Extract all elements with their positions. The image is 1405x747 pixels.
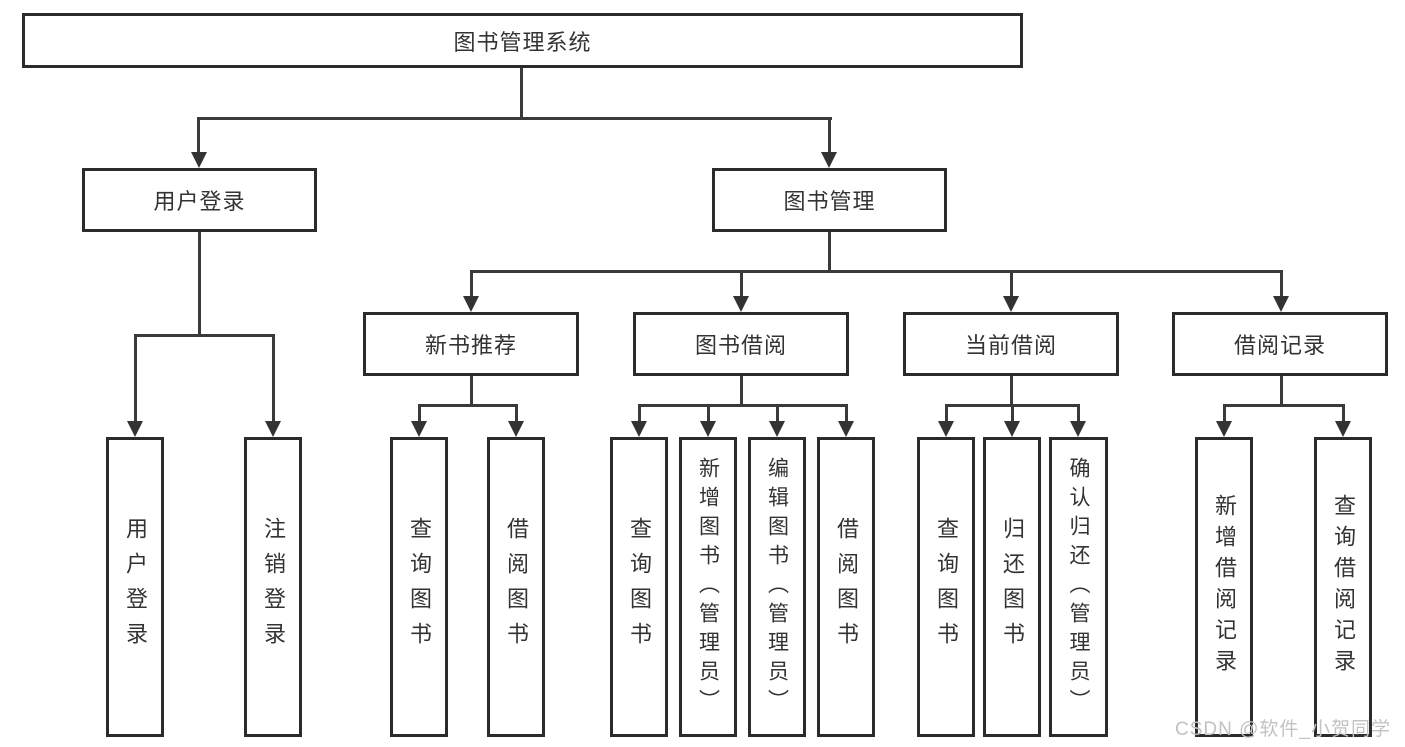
node-label: 用户登录 (153, 189, 246, 214)
node-leaf-query-borrow-record: 查询借阅记录 (1314, 437, 1372, 737)
arrow-down-icon (821, 152, 837, 168)
node-label: 新增图书（管理员） (696, 456, 720, 718)
arrow-down-icon (1004, 421, 1020, 437)
connector-borrow-drop-1 (638, 404, 641, 424)
node-leaf-confirm-return-admin: 确认归还（管理员） (1049, 437, 1108, 737)
arrow-down-icon (838, 421, 854, 437)
node-leaf-edit-books-admin: 编辑图书（管理员） (748, 437, 806, 737)
connector-newbook-drop-2 (515, 404, 518, 424)
node-label: 当前借阅 (964, 333, 1057, 358)
connector-records-stem (1280, 376, 1283, 407)
connector-level3-drop-4 (1280, 270, 1283, 298)
connector-borrow-bus (638, 404, 848, 407)
arrow-down-icon (1070, 421, 1086, 437)
connector-userlogin-stem (198, 232, 201, 337)
node-leaf-query-books-current: 查询图书 (917, 437, 975, 737)
node-label: 借阅图书 (834, 517, 859, 657)
node-label: 查询图书 (627, 517, 652, 657)
arrow-down-icon (127, 421, 143, 437)
arrow-down-icon (1003, 296, 1019, 312)
arrow-down-icon (1273, 296, 1289, 312)
node-label: 借阅记录 (1233, 333, 1326, 358)
node-leaf-add-borrow-record: 新增借阅记录 (1195, 437, 1253, 737)
arrow-down-icon (1335, 421, 1351, 437)
csdn-watermark: CSDN @软件_小贺同学 (1175, 719, 1391, 740)
node-leaf-logout: 注销登录 (244, 437, 302, 737)
connector-borrow-drop-3 (776, 404, 779, 424)
node-label: 确认归还（管理员） (1067, 456, 1090, 718)
arrow-down-icon (1216, 421, 1232, 437)
node-label: 图书管理 (783, 189, 876, 214)
arrow-down-icon (938, 421, 954, 437)
connector-level2-drop-right (828, 117, 831, 155)
node-current-borrow: 当前借阅 (903, 312, 1119, 376)
connector-level3-bus (470, 270, 1283, 273)
arrow-down-icon (769, 421, 785, 437)
connector-current-drop-3 (1077, 404, 1080, 424)
arrow-down-icon (463, 296, 479, 312)
node-label: 图书管理系统 (453, 29, 592, 55)
arrow-down-icon (700, 421, 716, 437)
connector-borrow-stem (740, 376, 743, 407)
connector-borrow-drop-2 (707, 404, 710, 424)
node-borrow-records: 借阅记录 (1172, 312, 1388, 376)
arrow-down-icon (191, 152, 207, 168)
node-user-login: 用户登录 (82, 168, 317, 232)
connector-level2-drop-left (197, 117, 200, 155)
connector-newbook-drop-1 (418, 404, 421, 424)
connector-level3-drop-2 (740, 270, 743, 298)
connector-userlogin-bus (134, 334, 275, 337)
connector-bookmgmt-stem (828, 232, 831, 273)
arrow-down-icon (508, 421, 524, 437)
node-label: 编辑图书（管理员） (765, 456, 789, 718)
node-book-borrow: 图书借阅 (633, 312, 849, 376)
connector-level2-bus (197, 117, 832, 120)
node-label: 查询借阅记录 (1331, 494, 1356, 680)
connector-level3-drop-1 (470, 270, 473, 298)
connector-records-bus (1223, 404, 1345, 407)
connector-current-drop-1 (945, 404, 948, 424)
arrow-down-icon (411, 421, 427, 437)
connector-level3-drop-3 (1010, 270, 1013, 298)
connector-current-stem (1010, 376, 1013, 407)
connector-current-drop-2 (1011, 404, 1014, 424)
arrow-down-icon (265, 421, 281, 437)
connector-newbook-bus (418, 404, 518, 407)
connector-records-drop-2 (1342, 404, 1345, 424)
node-library-management-system: 图书管理系统 (22, 13, 1023, 68)
node-leaf-borrow-books-recommend: 借阅图书 (487, 437, 545, 737)
node-leaf-return-books: 归还图书 (983, 437, 1041, 737)
node-label: 查询图书 (934, 517, 959, 657)
node-label: 归还图书 (1000, 517, 1025, 657)
node-leaf-add-books-admin: 新增图书（管理员） (679, 437, 737, 737)
connector-records-drop-1 (1223, 404, 1226, 424)
node-leaf-borrow-books: 借阅图书 (817, 437, 875, 737)
connector-userlogin-drop-1 (134, 334, 137, 423)
node-leaf-query-books-recommend: 查询图书 (390, 437, 448, 737)
node-label: 借阅图书 (504, 517, 529, 657)
connector-borrow-drop-4 (845, 404, 848, 424)
connector-newbook-stem (470, 376, 473, 407)
connector-userlogin-drop-2 (272, 334, 275, 423)
node-new-book-recommend: 新书推荐 (363, 312, 579, 376)
node-leaf-query-books-borrow: 查询图书 (610, 437, 668, 737)
node-label: 新增借阅记录 (1212, 494, 1237, 680)
node-label: 查询图书 (407, 517, 432, 657)
node-label: 用户登录 (123, 517, 148, 657)
connector-root-stem (520, 68, 523, 120)
node-book-management: 图书管理 (712, 168, 947, 232)
arrow-down-icon (733, 296, 749, 312)
node-label: 图书借阅 (694, 333, 787, 358)
node-label: 注销登录 (261, 517, 286, 657)
node-label: 新书推荐 (424, 333, 517, 358)
arrow-down-icon (631, 421, 647, 437)
node-leaf-user-login: 用户登录 (106, 437, 164, 737)
